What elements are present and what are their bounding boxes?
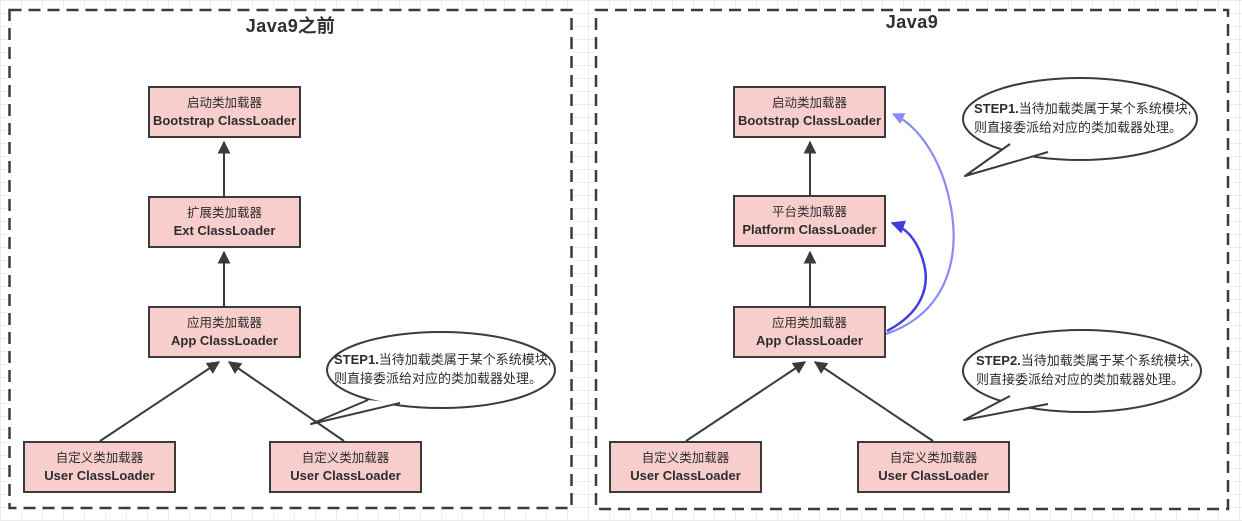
node-label-en: User ClassLoader <box>290 468 401 483</box>
node-app-classloader-left[interactable]: 应用类加载器 App ClassLoader <box>148 306 301 358</box>
step-label: STEP1. <box>974 101 1019 116</box>
panel-java9 <box>595 9 1229 510</box>
node-label-cn: 应用类加载器 <box>771 316 847 330</box>
step-label: STEP2. <box>976 353 1021 368</box>
node-ext-classloader[interactable]: 扩展类加载器 Ext ClassLoader <box>148 196 301 248</box>
node-label-cn: 自定义类加载器 <box>889 451 978 465</box>
node-label-en: Platform ClassLoader <box>742 222 877 237</box>
node-platform-classloader[interactable]: 平台类加载器 Platform ClassLoader <box>733 195 886 247</box>
callout-line-2: 则直接委派给对应的类加载器处理。 <box>974 120 1183 135</box>
callout-text-step1-right: STEP1.当待加载类属于某个系统模块, 则直接委派给对应的类加载器处理。 <box>974 99 1191 137</box>
node-label-cn: 应用类加载器 <box>186 316 262 330</box>
node-label-en: User ClassLoader <box>630 468 741 483</box>
node-label-cn: 平台类加载器 <box>771 205 847 219</box>
callout-line-1: STEP1.当待加载类属于某个系统模块, <box>334 352 552 367</box>
panel-title-before-java9: Java9之前 <box>245 16 336 36</box>
node-user-classloader-left-1[interactable]: 自定义类加载器 User ClassLoader <box>23 441 176 493</box>
node-user-classloader-left-2[interactable]: 自定义类加载器 User ClassLoader <box>269 441 422 493</box>
step-label: STEP1. <box>334 352 379 367</box>
node-label-cn: 自定义类加载器 <box>301 451 390 465</box>
node-label-cn: 自定义类加载器 <box>641 451 730 465</box>
panel-before-java9 <box>8 9 573 509</box>
node-bootstrap-classloader-left[interactable]: 启动类加载器 Bootstrap ClassLoader <box>148 86 301 138</box>
node-user-classloader-right-2[interactable]: 自定义类加载器 User ClassLoader <box>857 441 1010 493</box>
node-label-cn: 启动类加载器 <box>186 96 262 110</box>
node-label-en: App ClassLoader <box>171 333 278 348</box>
callout-text-step1-left: STEP1.当待加载类属于某个系统模块, 则直接委派给对应的类加载器处理。 <box>334 350 551 388</box>
callout-text-step2-right: STEP2.当待加载类属于某个系统模块, 则直接委派给对应的类加载器处理。 <box>976 351 1193 389</box>
node-label-cn: 自定义类加载器 <box>55 451 144 465</box>
node-label-en: Ext ClassLoader <box>173 223 276 238</box>
callout-line-2: 则直接委派给对应的类加载器处理。 <box>976 372 1185 387</box>
node-label-cn: 扩展类加载器 <box>186 206 262 220</box>
node-label-en: User ClassLoader <box>878 468 989 483</box>
node-label-en: User ClassLoader <box>44 468 155 483</box>
callout-line-1: STEP1.当待加载类属于某个系统模块, <box>974 101 1192 116</box>
panel-title-java9: Java9 <box>885 12 939 32</box>
node-label-en: App ClassLoader <box>756 333 863 348</box>
callout-line-2: 则直接委派给对应的类加载器处理。 <box>334 371 543 386</box>
node-label-en: Bootstrap ClassLoader <box>737 113 882 128</box>
node-app-classloader-right[interactable]: 应用类加载器 App ClassLoader <box>733 306 886 358</box>
callout-line-1: STEP2.当待加载类属于某个系统模块, <box>976 353 1194 368</box>
node-user-classloader-right-1[interactable]: 自定义类加载器 User ClassLoader <box>609 441 762 493</box>
node-bootstrap-classloader-right[interactable]: 启动类加载器 Bootstrap ClassLoader <box>733 86 886 138</box>
node-label-en: Bootstrap ClassLoader <box>152 113 297 128</box>
node-label-cn: 启动类加载器 <box>771 96 847 110</box>
